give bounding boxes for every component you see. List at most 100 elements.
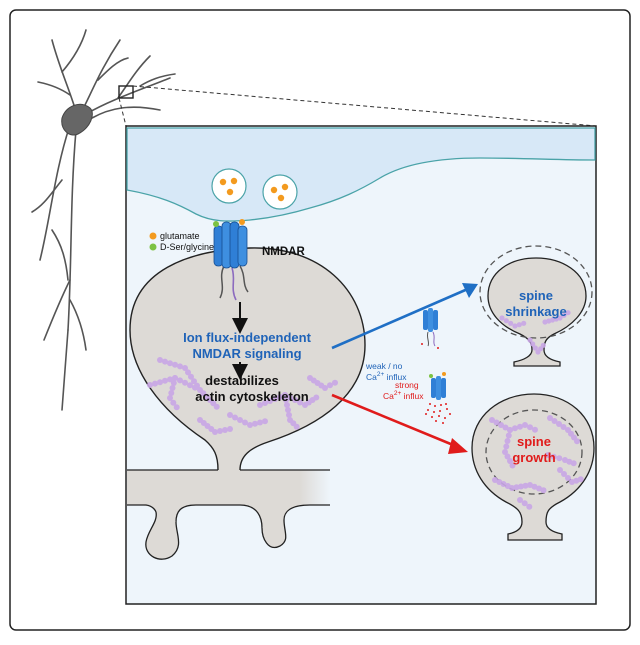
actin-bead xyxy=(521,320,527,326)
presynaptic-terminal xyxy=(126,127,596,222)
actin-bead xyxy=(172,375,178,381)
calcium-ion xyxy=(425,413,427,415)
calcium-ion xyxy=(442,422,444,424)
actin-bead xyxy=(527,337,533,343)
actin-bead xyxy=(527,482,533,488)
actin-bead xyxy=(170,380,177,386)
strong-ca-text: Ca xyxy=(383,391,394,401)
actin-bead xyxy=(502,424,509,431)
actin-bead xyxy=(545,452,551,458)
actin-bead xyxy=(327,382,333,389)
actin-bead xyxy=(157,357,163,363)
actin-bead xyxy=(508,320,514,326)
actin-bead xyxy=(526,503,533,510)
legend-dser-glycine-label: D-Ser/glycine xyxy=(160,242,214,252)
actin-bead xyxy=(242,419,248,426)
actin-bead xyxy=(512,323,518,329)
strong-influx-arrowhead xyxy=(448,438,468,454)
actin-bead xyxy=(252,420,258,427)
actin-bead xyxy=(172,361,178,368)
actin-bead xyxy=(557,467,563,473)
actin-bead xyxy=(162,358,168,365)
calcium-ion xyxy=(427,409,429,411)
actin-bead xyxy=(540,487,547,494)
shrunken-spine xyxy=(487,257,587,367)
weak-influx-line1: weak / no xyxy=(365,361,403,371)
actin-bead xyxy=(177,377,183,384)
actin-bead xyxy=(550,453,557,460)
actin-bead xyxy=(237,417,243,423)
legend-glutamate-label: glutamate xyxy=(160,231,200,241)
actin-bead xyxy=(185,369,191,376)
actin-bead xyxy=(570,460,577,467)
actin-bead xyxy=(284,402,290,408)
actin-bead xyxy=(147,382,153,388)
actin-bead xyxy=(257,419,263,426)
actin-bead xyxy=(522,422,528,428)
calcium-ion xyxy=(433,411,435,413)
actin-cytoskeleton xyxy=(147,357,338,435)
actin-bead xyxy=(504,453,511,460)
actin-bead xyxy=(222,427,228,433)
actin-bead xyxy=(517,423,523,430)
actin-bead xyxy=(532,426,538,433)
original-spine-outline-growth xyxy=(485,409,583,495)
actin-bead xyxy=(504,438,511,444)
glutamate-dot xyxy=(149,232,157,240)
actin-bead xyxy=(167,360,173,367)
actin-bead xyxy=(561,312,567,318)
actin-bead xyxy=(194,382,200,389)
nmdar-weak-influx xyxy=(421,308,439,349)
signaling-line2: NMDAR signaling xyxy=(192,346,301,361)
actin-bead xyxy=(556,455,563,462)
actin-bead xyxy=(332,379,338,386)
actin-bead xyxy=(489,417,495,423)
actin-bead xyxy=(177,363,183,370)
actin-bead xyxy=(293,423,300,430)
actin-bead xyxy=(493,419,500,426)
actin-bead xyxy=(247,422,253,428)
actin-bead xyxy=(507,427,513,433)
actin-bead xyxy=(262,400,268,406)
calcium-ion xyxy=(435,420,437,422)
calcium-ion xyxy=(434,405,436,407)
actin-bead xyxy=(188,373,194,380)
zoom-leader-left xyxy=(118,97,127,127)
actin-bead xyxy=(557,315,563,321)
actin-bead xyxy=(272,396,278,402)
actin-bead xyxy=(169,385,176,391)
actin-bead xyxy=(227,426,233,432)
actin-bead xyxy=(167,376,173,383)
synaptic-vesicle xyxy=(262,174,298,210)
actin-bead xyxy=(152,380,158,387)
actin-bead xyxy=(521,500,528,507)
strong-influx-text: influx xyxy=(401,391,424,401)
actin-bead xyxy=(503,443,510,450)
actin-bead xyxy=(285,407,291,413)
effect-line1: destabilizes xyxy=(205,373,279,388)
actin-bead xyxy=(509,485,515,491)
actin-bead xyxy=(505,432,512,439)
actin-bead xyxy=(157,379,163,386)
actin-bead xyxy=(297,399,303,406)
enlarged-spine xyxy=(471,393,595,541)
calcium-ion xyxy=(440,404,442,406)
nmdar-receptor xyxy=(213,219,249,301)
actin-bead xyxy=(282,392,288,398)
actin-bead xyxy=(257,402,263,408)
weak-influx-line2: Ca2+ influx xyxy=(366,371,407,382)
calcium-ion xyxy=(439,410,441,412)
synaptic-vesicle xyxy=(211,168,247,204)
actin-bead xyxy=(561,471,567,477)
actin-bead xyxy=(574,438,580,445)
actin-bead xyxy=(547,415,553,421)
actin-bead xyxy=(267,398,273,404)
actin-bead xyxy=(217,428,223,434)
actin-bead xyxy=(313,394,320,401)
actin-bead xyxy=(168,390,175,396)
actin-bead xyxy=(292,397,298,403)
actin-bead xyxy=(517,497,523,503)
actin-bead xyxy=(277,394,283,400)
actin-bead xyxy=(162,377,168,384)
calcium-ion xyxy=(445,403,447,405)
